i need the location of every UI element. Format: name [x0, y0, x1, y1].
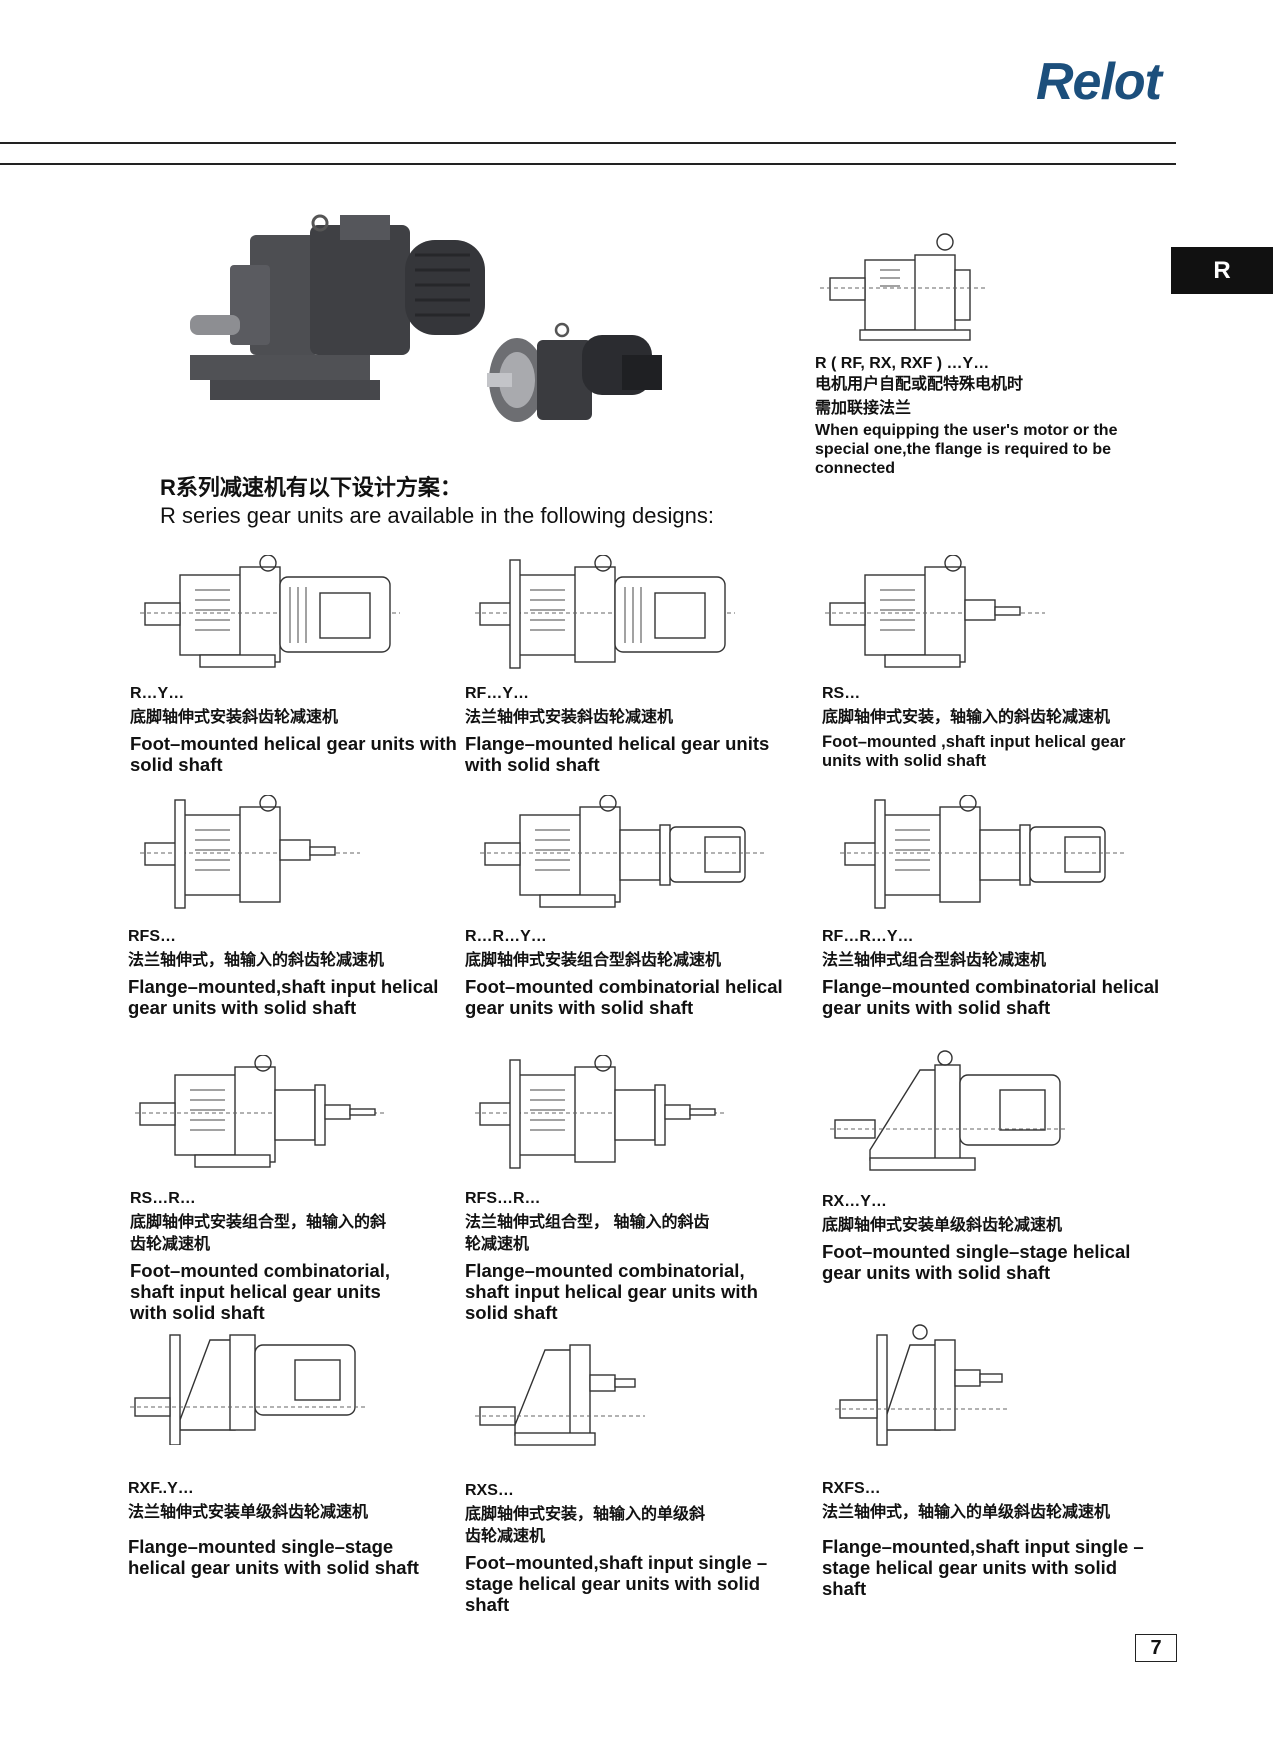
design-en: Foot–mounted combinatorial, shaft input …	[130, 1260, 391, 1323]
caption-rxs: RXS… 底脚轴伸式安装，轴输入的单级斜齿轮减速机 Foot–mounted,s…	[465, 1482, 805, 1615]
design-code: RS…R…	[130, 1190, 196, 1207]
design-en: Flange–mounted single–stage helical gear…	[128, 1536, 419, 1578]
design-en: Foot–mounted single–stage helical gear u…	[822, 1241, 1131, 1283]
design-cn: 底脚轴伸式安装斜齿轮减速机	[130, 709, 339, 726]
diagram-r-r-y	[480, 795, 770, 915]
diagram-rxf-y	[130, 1320, 370, 1445]
design-code: RFS…R…	[465, 1190, 541, 1207]
diagram-rxfs	[835, 1320, 1015, 1450]
design-en: Foot–mounted,shaft input single –stage h…	[465, 1552, 768, 1615]
caption-rfs: RFS… 法兰轴伸式，轴输入的斜齿轮减速机 Flange–mounted,sha…	[128, 928, 468, 1018]
header-rule-bottom	[0, 163, 1176, 165]
design-cn: 法兰轴伸式安装单级斜齿轮减速机	[128, 1504, 369, 1521]
caption-rxf-y: RXF..Y… 法兰轴伸式安装单级斜齿轮减速机 Flange–mounted s…	[128, 1480, 468, 1578]
design-cn: 底脚轴伸式安装组合型斜齿轮减速机	[465, 952, 722, 969]
caption-rs: RS… 底脚轴伸式安装，轴输入的斜齿轮减速机 Foot–mounted ,sha…	[822, 685, 1162, 771]
top-note-code: R ( RF, RX, RXF ) …Y…	[815, 355, 990, 372]
design-code: RS…	[822, 685, 861, 702]
design-cn: 法兰轴伸式安装斜齿轮减速机	[465, 709, 674, 726]
design-code: RFS…	[128, 928, 176, 945]
caption-rf-r-y: RF…R…Y… 法兰轴伸式组合型斜齿轮减速机 Flange–mounted co…	[822, 928, 1162, 1018]
top-note: R ( RF, RX, RXF ) …Y… 电机用户自配或配特殊电机时 需加联接…	[815, 355, 1135, 478]
design-en: Flange–mounted helical gear units with s…	[465, 733, 770, 775]
diagram-rx-y	[830, 1050, 1070, 1175]
diagram-rfs	[140, 795, 360, 915]
heading-en: R series gear units are available in the…	[160, 503, 714, 528]
diagram-rf-r-y	[840, 795, 1130, 915]
caption-r-y: R…Y… 底脚轴伸式安装斜齿轮减速机 Foot–mounted helical …	[130, 685, 470, 775]
design-cn: 法兰轴伸式组合型斜齿轮减速机	[822, 952, 1047, 969]
caption-rs-r: RS…R… 底脚轴伸式安装组合型，轴输入的斜齿轮减速机 Foot–mounted…	[130, 1190, 470, 1323]
design-en: Flange–mounted,shaft input single –stage…	[822, 1536, 1144, 1599]
heading-cn: R系列减速机有以下设计方案：	[160, 475, 462, 500]
caption-rf-y: RF…Y… 法兰轴伸式安装斜齿轮减速机 Flange–mounted helic…	[465, 685, 805, 775]
top-note-cn-1: 电机用户自配或配特殊电机时	[815, 376, 1024, 393]
section-tab: R	[1171, 247, 1273, 294]
design-code: R…R…Y…	[465, 928, 547, 945]
design-cn: 法兰轴伸式组合型， 轴输入的斜齿轮减速机	[465, 1214, 710, 1253]
diagram-rs	[825, 555, 1045, 675]
top-note-en: When equipping the user's motor or the s…	[815, 422, 1118, 477]
design-en: Foot–mounted combinatorial helical gear …	[465, 976, 783, 1018]
diagram-r-flange	[820, 230, 990, 345]
relot-logo: Relot	[1036, 53, 1162, 111]
diagram-rfs-r	[475, 1055, 725, 1175]
caption-rxfs: RXFS… 法兰轴伸式，轴输入的单级斜齿轮减速机 Flange–mounted,…	[822, 1480, 1162, 1599]
design-code: R…Y…	[130, 685, 185, 702]
design-cn: 底脚轴伸式安装，轴输入的单级斜齿轮减速机	[465, 1506, 706, 1545]
diagram-rxs	[475, 1335, 650, 1455]
design-en: Flange–mounted combinatorial helical gea…	[822, 976, 1160, 1018]
design-cn: 底脚轴伸式安装单级斜齿轮减速机	[822, 1217, 1063, 1234]
design-cn: 底脚轴伸式安装组合型，轴输入的斜齿轮减速机	[130, 1214, 387, 1253]
gear-unit-photo-small	[482, 315, 667, 430]
diagram-rs-r	[135, 1055, 385, 1175]
gear-unit-photo-large	[170, 205, 500, 420]
design-code: RF…R…Y…	[822, 928, 914, 945]
caption-r-r-y: R…R…Y… 底脚轴伸式安装组合型斜齿轮减速机 Foot–mounted com…	[465, 928, 805, 1018]
design-en: Flange–mounted,shaft input helical gear …	[128, 976, 439, 1018]
design-cn: 底脚轴伸式安装，轴输入的斜齿轮减速机	[822, 709, 1111, 726]
design-cn: 法兰轴伸式，轴输入的单级斜齿轮减速机	[822, 1504, 1111, 1521]
caption-rfs-r: RFS…R… 法兰轴伸式组合型， 轴输入的斜齿轮减速机 Flange–mount…	[465, 1190, 805, 1323]
diagram-rf-y	[475, 555, 745, 675]
header-rule-top	[0, 142, 1176, 144]
design-code: RX…Y…	[822, 1193, 887, 1210]
top-note-cn-2: 需加联接法兰	[815, 400, 912, 417]
page-number: 7	[1135, 1634, 1177, 1662]
caption-rx-y: RX…Y… 底脚轴伸式安装单级斜齿轮减速机 Foot–mounted singl…	[822, 1193, 1162, 1283]
design-code: RXFS…	[822, 1480, 881, 1497]
design-code: RXF..Y…	[128, 1480, 194, 1497]
design-code: RXS…	[465, 1482, 514, 1499]
diagram-r-y	[140, 555, 410, 675]
design-en: Foot–mounted helical gear units with sol…	[130, 733, 457, 775]
design-cn: 法兰轴伸式，轴输入的斜齿轮减速机	[128, 952, 385, 969]
design-code: RF…Y…	[465, 685, 529, 702]
design-en: Foot–mounted ,shaft input helical gear u…	[822, 733, 1126, 770]
design-en: Flange–mounted combinatorial, shaft inpu…	[465, 1260, 758, 1323]
